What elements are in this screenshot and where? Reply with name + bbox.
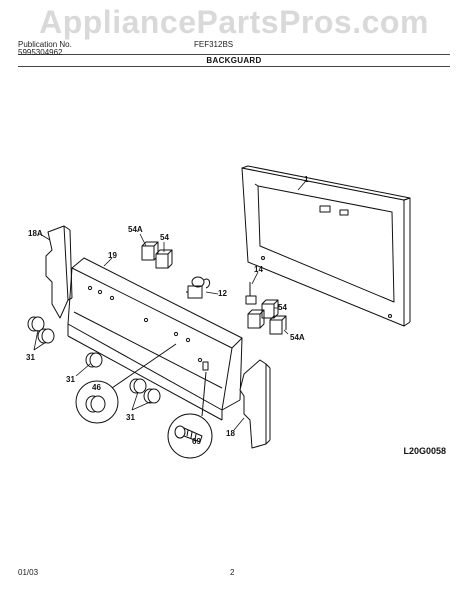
- publication-label: Publication No.: [18, 40, 72, 49]
- callout-46: 46: [92, 383, 101, 392]
- leader-lines: [33, 181, 306, 431]
- part-18a-left-end-cap: [45, 225, 73, 319]
- detail-46-knob: [75, 343, 177, 424]
- detail-69-screw: [167, 361, 213, 459]
- callout-54a-right: 54A: [290, 333, 305, 342]
- part-18-right-end-cap: [239, 359, 271, 449]
- part-31-knobs-bottom: [129, 378, 161, 404]
- callout-54-top: 54: [160, 233, 169, 242]
- callout-12: 12: [218, 289, 227, 298]
- part-12-thermostat: [186, 276, 211, 299]
- callout-19: 19: [108, 251, 117, 260]
- callout-54a-top: 54A: [128, 225, 143, 234]
- section-title: BACKGUARD: [206, 56, 262, 65]
- callout-18: 18: [226, 429, 235, 438]
- part-54-switch-right: [261, 299, 279, 319]
- callout-54-right: 54: [278, 303, 287, 312]
- callout-31-left: 31: [26, 353, 35, 362]
- part-31-knobs-left: [27, 316, 55, 344]
- callout-69: 69: [192, 437, 201, 446]
- model-number: FEF312BS: [194, 40, 234, 49]
- header-rule-top: [18, 54, 450, 55]
- callout-14: 14: [254, 265, 263, 274]
- part-54-switch-top: [155, 249, 173, 269]
- publication-number: 5995304962: [18, 48, 63, 57]
- callout-18a: 18A: [28, 229, 43, 238]
- footer-date: 01/03: [18, 568, 39, 577]
- part-54a-switch-right: [247, 309, 287, 335]
- header-rule-bottom: [18, 66, 450, 67]
- part-19-control-panel: [67, 257, 243, 421]
- callout-31-mid: 31: [66, 375, 75, 384]
- drawing-code: L20G0058: [403, 446, 446, 456]
- footer-page-number: 2: [230, 568, 235, 577]
- part-31-knob-mid: [85, 352, 103, 368]
- callout-31-bottom: 31: [126, 413, 135, 422]
- part-14-indicator-light: [245, 282, 257, 305]
- callout-1: 1: [304, 175, 309, 184]
- part-1-rear-panel: [241, 165, 411, 327]
